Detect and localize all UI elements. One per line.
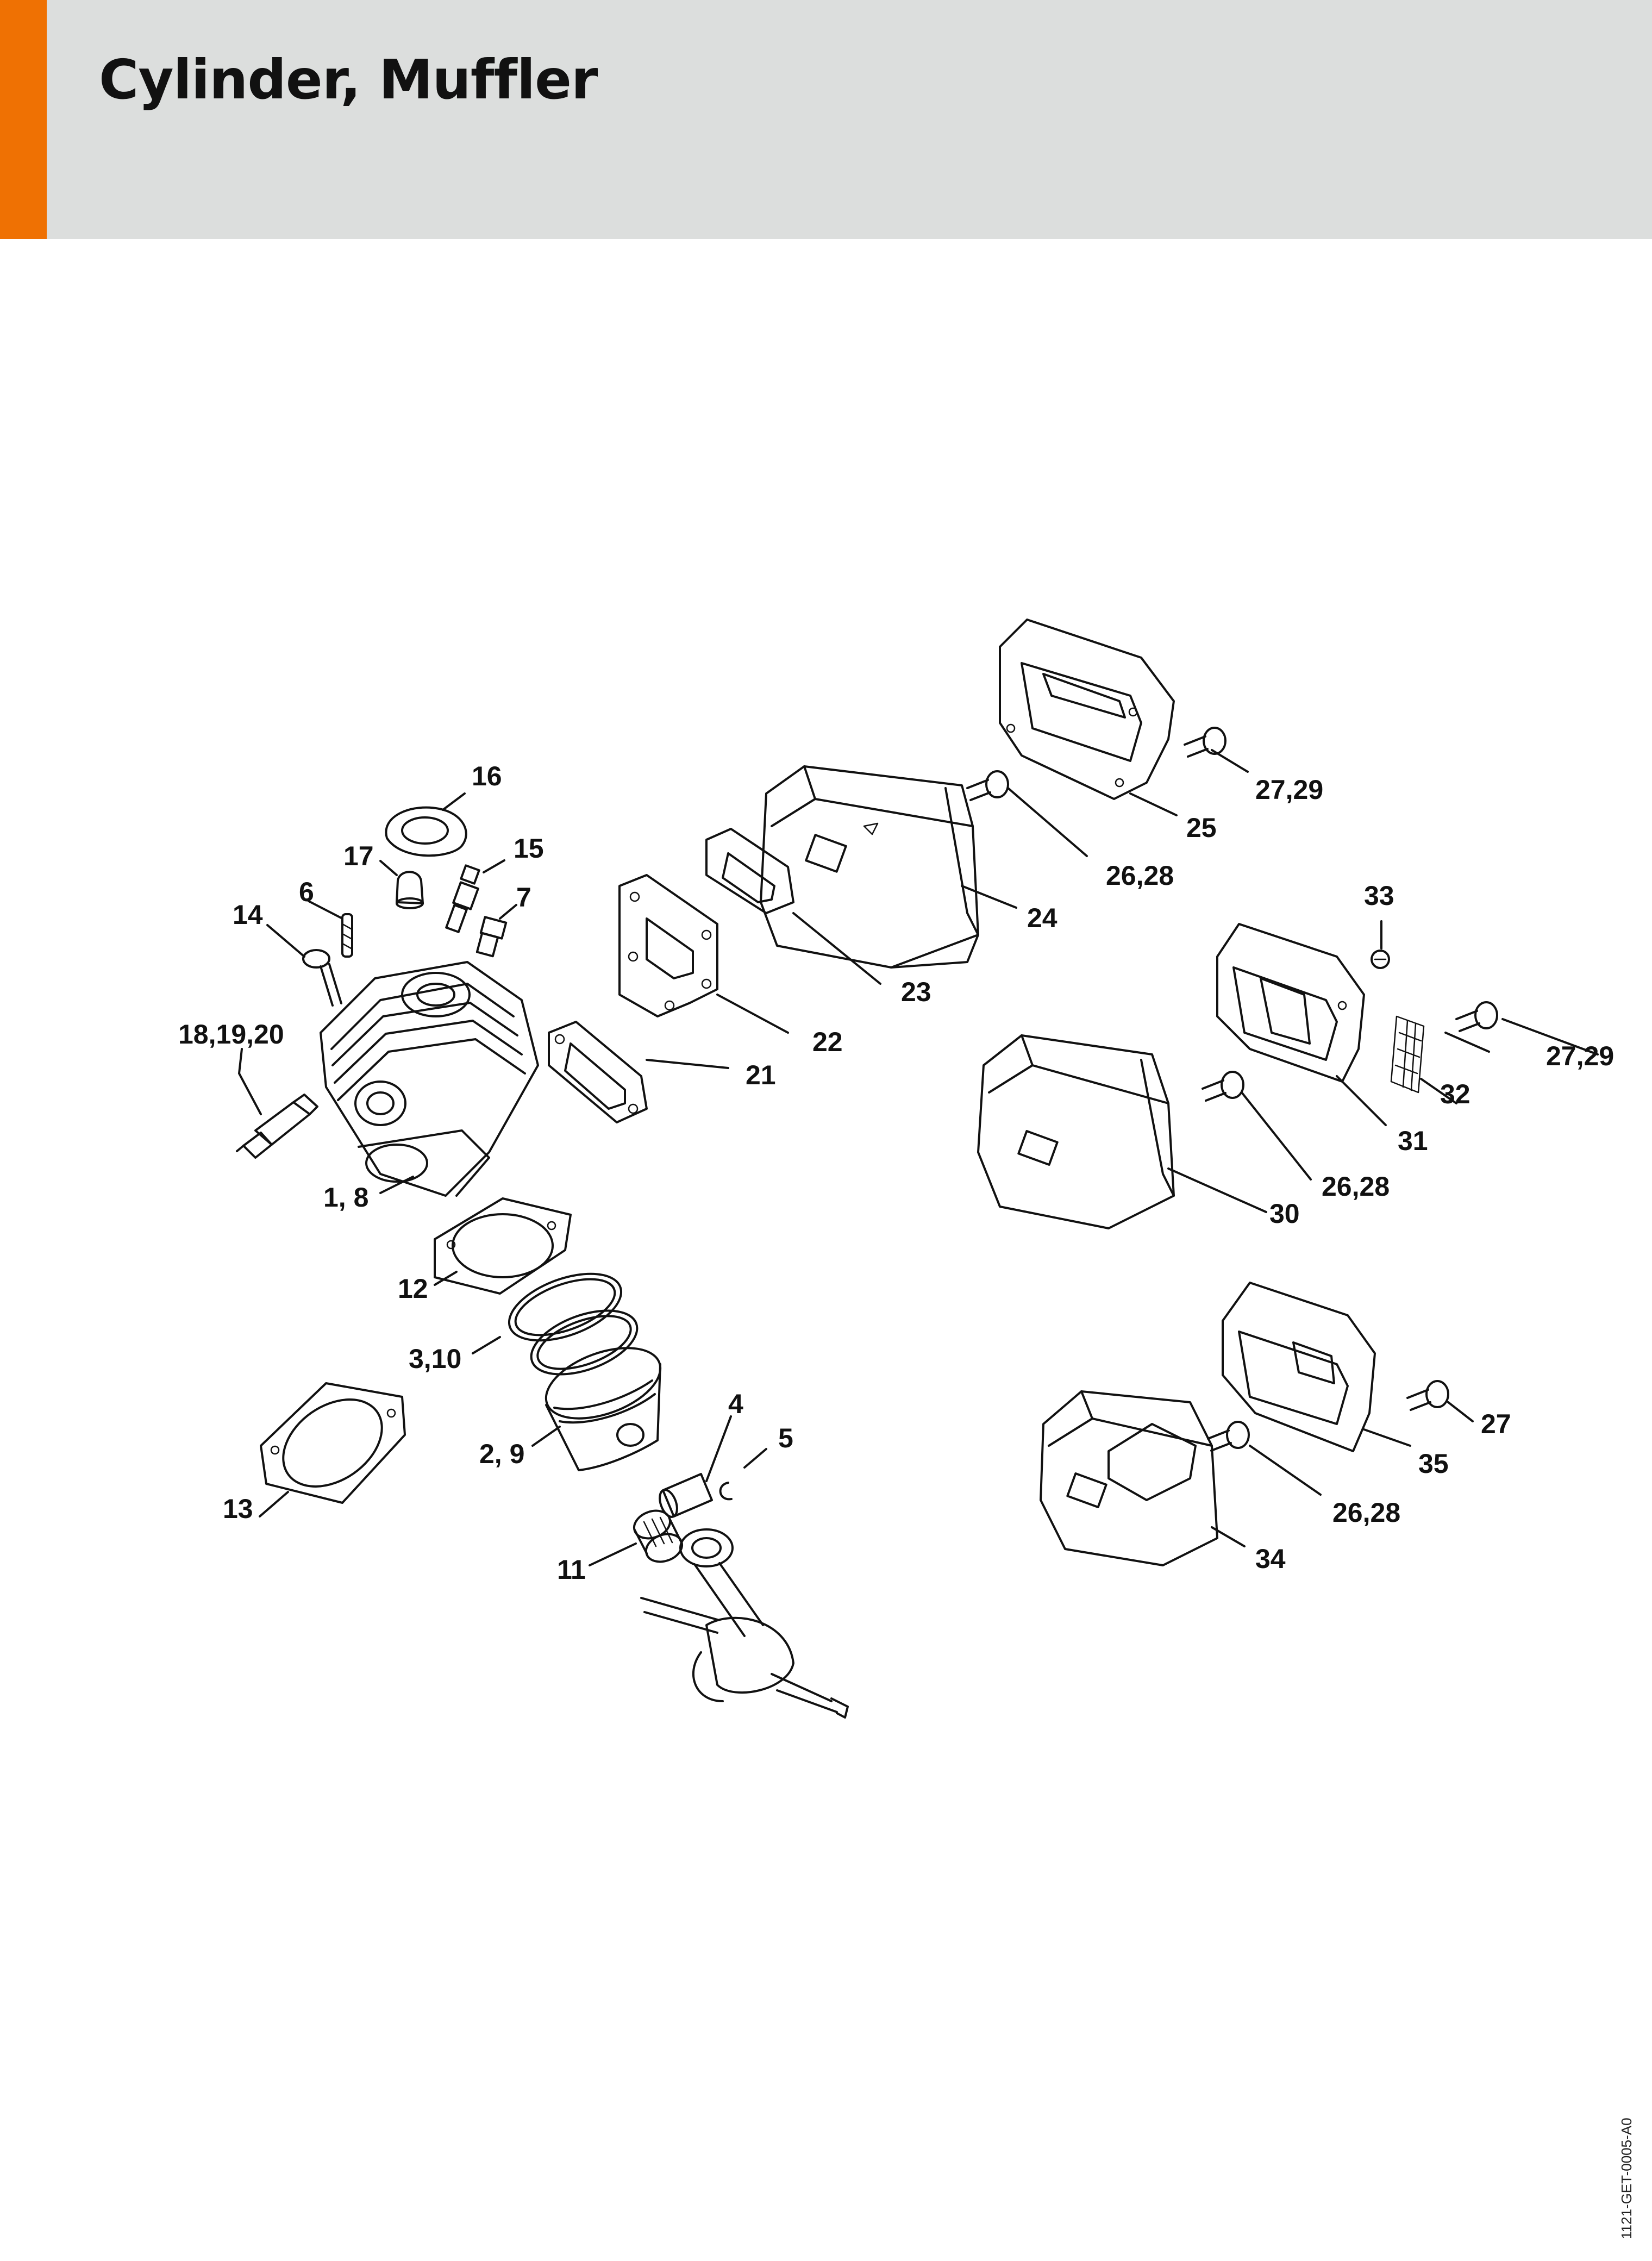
label-screws-26-28-c: 26,28 — [1332, 1497, 1400, 1528]
piston-pin-drawing — [659, 1473, 713, 1518]
screw-27-drawing — [1406, 1380, 1449, 1411]
label-cover-35: 35 — [1418, 1448, 1449, 1479]
label-spark-arrestor-32: 32 — [1440, 1079, 1470, 1109]
label-piston-pin: 4 — [728, 1389, 743, 1419]
label-gasket-23: 23 — [901, 977, 931, 1007]
label-base-gasket: 13 — [223, 1494, 253, 1524]
screw-26-28-b-drawing — [1202, 1071, 1244, 1102]
label-screw-33: 33 — [1364, 880, 1394, 911]
label-screws-26-28-a: 26,28 — [1106, 860, 1174, 891]
leader-lines — [237, 749, 1599, 1566]
label-muffler-34: 34 — [1255, 1544, 1286, 1574]
label-spark-plug-cap: 17 — [343, 841, 374, 871]
cover-31-drawing — [1216, 923, 1365, 1083]
label-screw-14: 14 — [233, 900, 263, 930]
part-labels: 1, 8 2, 9 3,10 4 5 6 7 11 12 13 14 15 16… — [178, 761, 1614, 1585]
accent-bar — [0, 0, 47, 239]
label-needle-cage: 11 — [557, 1554, 586, 1585]
gasket-23-drawing — [705, 828, 794, 914]
muffler-30-drawing — [977, 1034, 1175, 1229]
label-cylinder-gasket: 12 — [398, 1273, 428, 1304]
snap-ring-drawing — [719, 1482, 733, 1501]
page-title: Cylinder, Muffler — [99, 48, 598, 111]
screw-33-drawing — [1371, 950, 1390, 969]
gasket-21-drawing — [548, 1021, 648, 1123]
label-cover-25: 25 — [1186, 813, 1217, 843]
label-screws-26-28-b: 26,28 — [1322, 1171, 1390, 1202]
cover-35-drawing — [1222, 1282, 1376, 1452]
crankshaft-drawing — [640, 1528, 849, 1719]
cylinder-gasket-drawing — [434, 1197, 572, 1295]
document-code: 1121-GET-0005-A0 — [1618, 2118, 1635, 2239]
spark-plug-cap-drawing — [396, 871, 424, 909]
stud-drawing — [341, 913, 353, 958]
cylinder-drawing — [320, 961, 539, 1197]
label-screw-27: 27 — [1481, 1409, 1511, 1439]
page-header: Cylinder, Muffler — [0, 0, 1652, 239]
muffler-24-drawing — [760, 765, 979, 969]
label-decompression-valve: 15 — [514, 833, 544, 864]
cover-25-drawing — [999, 619, 1175, 800]
label-spark-plug: 18,19,20 — [178, 1019, 284, 1050]
label-stud: 6 — [299, 877, 314, 907]
muffler-34-drawing — [1040, 1390, 1218, 1566]
label-boot: 16 — [472, 761, 502, 791]
piston-rings-drawing — [508, 1272, 639, 1376]
label-cylinder: 1, 8 — [323, 1182, 368, 1213]
decompression-valve-drawing — [445, 864, 480, 933]
plate-22-drawing — [618, 874, 718, 1017]
base-gasket-drawing — [260, 1382, 406, 1504]
label-piston: 2, 9 — [479, 1439, 524, 1469]
spark-plug-drawing — [236, 1094, 318, 1159]
label-plate-22: 22 — [812, 1027, 843, 1057]
screw-27-29-b-drawing — [1455, 1001, 1498, 1032]
label-screws-27-29-b: 27,29 — [1546, 1041, 1614, 1071]
label-cover-31: 31 — [1398, 1126, 1428, 1156]
spark-arrestor-32-drawing — [1390, 1015, 1425, 1094]
plug-drawing — [475, 916, 508, 958]
label-screws-27-29-a: 27,29 — [1255, 775, 1323, 805]
label-gasket-21: 21 — [746, 1060, 776, 1090]
label-muffler-30: 30 — [1269, 1198, 1300, 1229]
piston-drawing — [545, 1347, 662, 1471]
label-plug: 7 — [516, 882, 531, 913]
label-muffler-24: 24 — [1027, 903, 1057, 933]
screw-26-28-a-drawing — [966, 770, 1009, 801]
screw-26-28-c-drawing — [1207, 1421, 1250, 1452]
screw-27-29-a-drawing — [1184, 727, 1227, 758]
label-piston-rings: 3,10 — [409, 1344, 461, 1374]
boot-drawing — [385, 806, 467, 857]
label-snap-ring: 5 — [778, 1423, 793, 1453]
screw-14-drawing — [302, 949, 342, 1007]
